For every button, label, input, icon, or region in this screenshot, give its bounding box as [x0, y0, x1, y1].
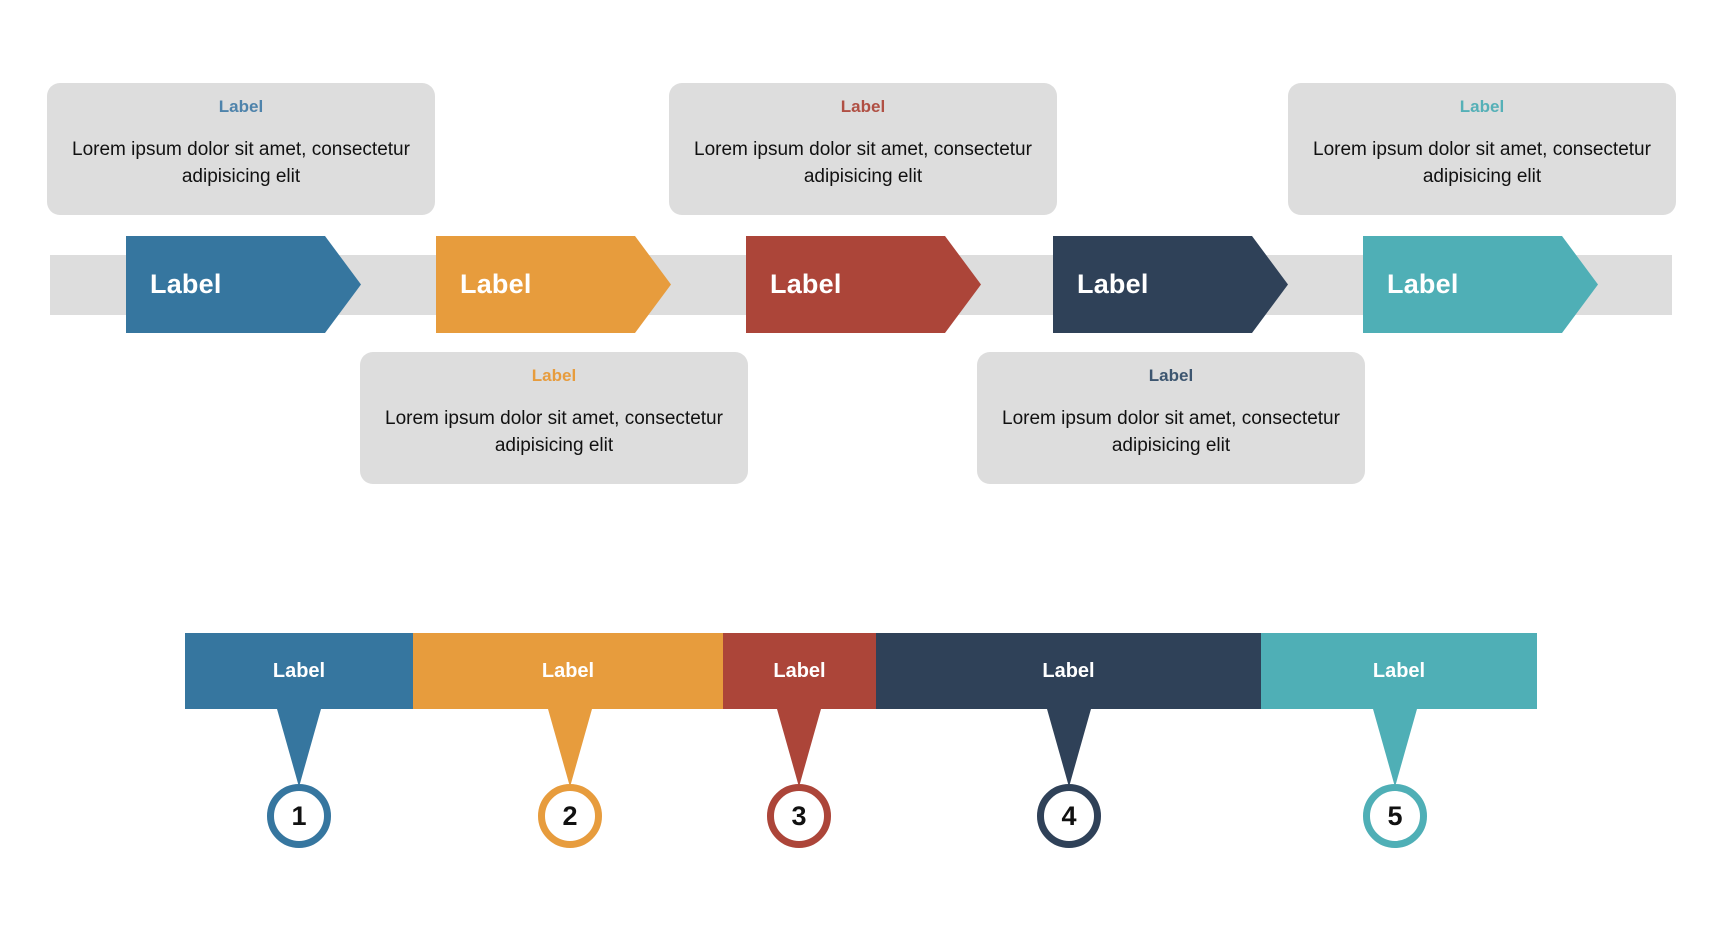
bar-segment-label: Label	[773, 660, 826, 682]
chevron-shape	[1363, 236, 1598, 333]
bar-pointer-3	[777, 709, 821, 787]
info-card-1[interactable]: Label Lorem ipsum dolor sit amet, consec…	[47, 83, 435, 215]
info-card-title: Label	[1148, 366, 1194, 385]
info-card-body: Lorem ipsum dolor sit amet, consectetur …	[1002, 408, 1340, 456]
step-number: 5	[1387, 800, 1403, 831]
info-card-title: Label	[218, 97, 264, 116]
bar-segment-3[interactable]: Label	[723, 633, 876, 709]
bar-segment-1[interactable]: Label	[185, 633, 413, 709]
bar-pointer-1	[277, 709, 321, 787]
step-number: 3	[791, 800, 807, 831]
bar-segment-label: Label	[1042, 660, 1095, 682]
chevron-shape	[1053, 236, 1288, 333]
info-card-body: Lorem ipsum dolor sit amet, consectetur …	[72, 139, 410, 187]
bar-segment-label: Label	[541, 660, 595, 682]
info-card-5[interactable]: Label Lorem ipsum dolor sit amet, consec…	[1288, 83, 1676, 215]
step-circle-1[interactable]: 1	[267, 784, 331, 848]
bar-pointer-4	[1047, 709, 1091, 787]
bar-segment-label: Label	[1372, 660, 1426, 682]
info-card-3[interactable]: Label Lorem ipsum dolor sit amet, consec…	[669, 83, 1057, 215]
info-card-body: Lorem ipsum dolor sit amet, consectetur …	[694, 139, 1032, 187]
bar-segment-5[interactable]: Label	[1261, 633, 1537, 709]
info-card-title: Label	[1459, 97, 1505, 116]
bar-pointer-5	[1373, 709, 1417, 787]
bar-segment-label: Label	[272, 660, 326, 682]
info-card-title: Label	[840, 97, 886, 116]
step-number: 4	[1061, 800, 1077, 831]
chevron-shape	[126, 236, 361, 333]
info-card-body: Lorem ipsum dolor sit amet, consectetur …	[1313, 139, 1651, 187]
info-card-body: Lorem ipsum dolor sit amet, consectetur …	[385, 408, 723, 456]
bar-pointer-2	[548, 709, 592, 787]
info-card-4[interactable]: Label Lorem ipsum dolor sit amet, consec…	[977, 352, 1365, 484]
bar-segment-4[interactable]: Label	[876, 633, 1261, 709]
step-number: 2	[562, 800, 578, 831]
step-circle-4[interactable]: 4	[1037, 784, 1101, 848]
info-card-2[interactable]: Label Lorem ipsum dolor sit amet, consec…	[360, 352, 748, 484]
step-circle-3[interactable]: 3	[767, 784, 831, 848]
chevron-shape	[436, 236, 671, 333]
info-card-title: Label	[531, 366, 577, 385]
step-circle-2[interactable]: 2	[538, 784, 602, 848]
bar-segment-2[interactable]: Label	[413, 633, 723, 709]
chevron-timeline-section: Label Lorem ipsum dolor sit amet, consec…	[47, 83, 1676, 484]
chevron-shape	[746, 236, 981, 333]
step-number: 1	[291, 800, 307, 831]
step-circle-5[interactable]: 5	[1363, 784, 1427, 848]
